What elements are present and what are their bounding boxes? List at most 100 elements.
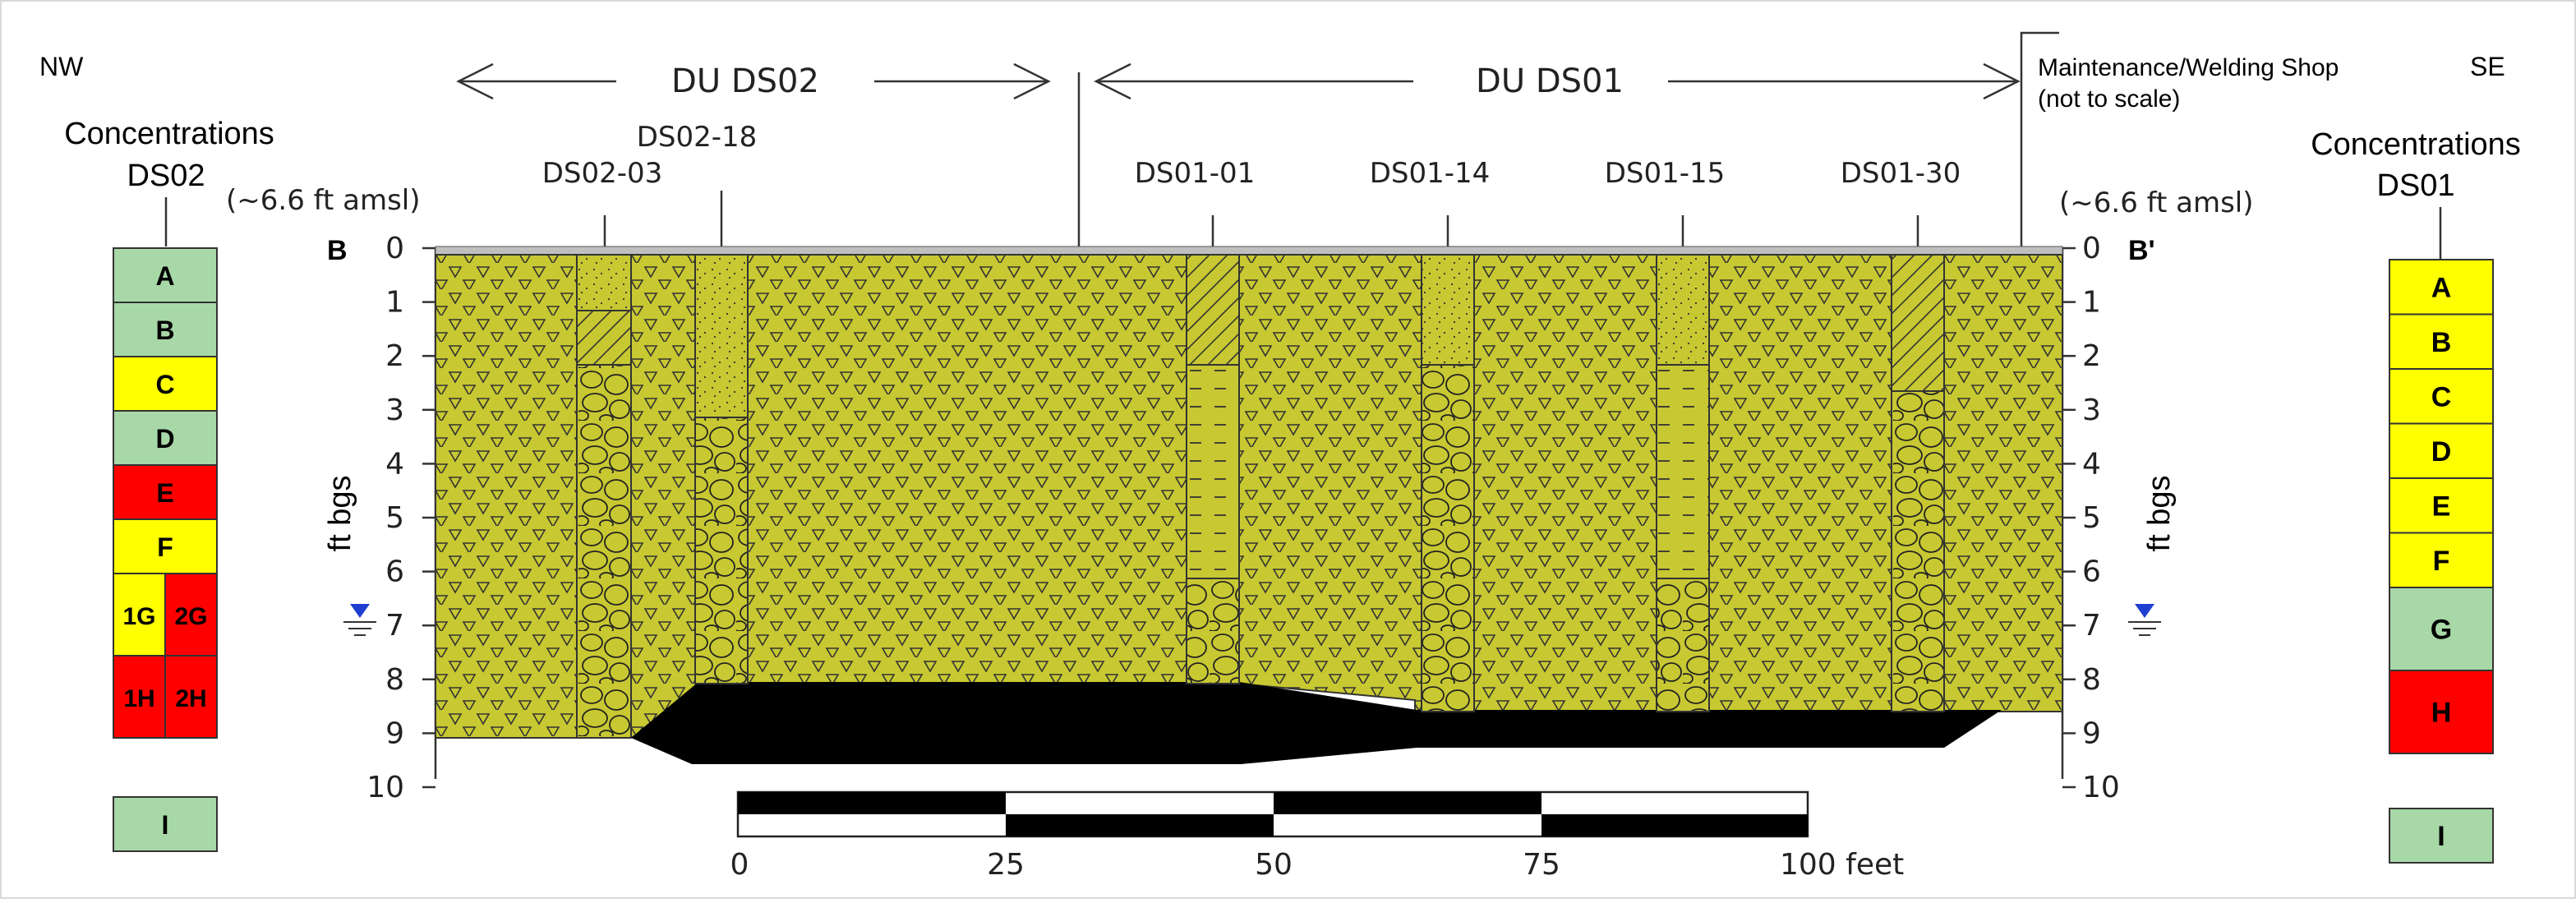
nw-direction-label: NW — [39, 52, 84, 81]
boring-ds01-30 — [1891, 254, 1945, 712]
scale-end-label: 100 feet — [1780, 848, 1904, 882]
left-axis-tick-label: 4 — [385, 447, 404, 481]
legend-cell — [2389, 313, 2494, 370]
shop-note-line2: (not to scale) — [2038, 85, 2180, 113]
shop-note-line1: Maintenance/Welding Shop — [2038, 54, 2339, 81]
left-axis-tick-label: 10 — [366, 771, 404, 804]
right-axis-tick-label: 10 — [2082, 771, 2120, 804]
legend-cell-label: D — [155, 424, 174, 454]
boring-ds02-18 — [694, 254, 749, 684]
scale-tick-25: 25 — [987, 848, 1025, 882]
right-axis-tick-label: 2 — [2082, 339, 2101, 373]
legend-cell-label: F — [157, 532, 173, 562]
left-elevation-note: (~6.6 ft amsl) — [226, 184, 421, 217]
legend-cell — [2389, 422, 2494, 479]
legend-cell — [2389, 368, 2494, 425]
shop-bracket — [2020, 31, 2059, 246]
legend-cell-label: B — [2431, 327, 2452, 358]
left-axis-tick-label: 1 — [385, 286, 404, 320]
right-legend-title-line2: DS01 — [2376, 168, 2454, 203]
boring-label-ds01-14: DS01-14 — [1370, 157, 1491, 190]
legend-split-cell — [113, 655, 166, 739]
boring-ds01-01 — [1186, 254, 1240, 684]
right-axis-tick-label: 4 — [2082, 447, 2101, 481]
boring-label-ds01-30: DS01-30 — [1841, 157, 1961, 190]
legend-cell-label: G — [2431, 615, 2452, 646]
right-axis-tick-label: 9 — [2082, 716, 2101, 750]
boring-ds02-03 — [576, 254, 632, 739]
left-legend-title-line2: DS02 — [127, 159, 205, 193]
left-axis-tick-label: 5 — [385, 501, 404, 535]
legend-cell-label: I — [162, 810, 169, 840]
legend-split-label: 1H — [123, 685, 154, 712]
boring-ds01-15 — [1656, 254, 1710, 712]
scale-tick-50: 50 — [1255, 848, 1293, 882]
right-axis-tick-label: 7 — [2082, 609, 2101, 643]
legend-cell-label: B — [155, 316, 174, 345]
legend-cell-i — [113, 796, 218, 852]
legend-cell-label: C — [155, 370, 174, 399]
legend-cell — [2389, 532, 2494, 588]
right-axis-tick-label: 0 — [2082, 232, 2101, 265]
legend-cell — [113, 247, 218, 303]
left-axis-tick-label: 0 — [385, 232, 404, 265]
legend-cell-label: I — [2437, 821, 2445, 852]
right-axis-tick-label: 8 — [2082, 663, 2101, 697]
legend-cell-label: A — [2431, 272, 2452, 303]
ground-surface — [435, 246, 2063, 256]
right-legend-title-line1: Concentrations — [2311, 127, 2521, 162]
legend-cell — [2389, 670, 2494, 754]
right-axis-tick-label: 5 — [2082, 501, 2101, 535]
se-direction-label: SE — [2470, 52, 2505, 81]
scale-tick-0: 0 — [730, 848, 749, 882]
legend-split-label: 2G — [174, 603, 207, 630]
du-ds01-arrow — [1094, 62, 2021, 100]
left-axis-tick-label: 8 — [385, 663, 404, 697]
left-axis-tick-label: 3 — [385, 394, 404, 427]
scale-bar — [736, 790, 1809, 838]
legend-split-label: 2H — [175, 685, 206, 712]
boring-label-ds02-18: DS02-18 — [637, 121, 758, 154]
legend-cell — [2389, 477, 2494, 534]
legend-cell — [2389, 259, 2494, 316]
legend-cell-label: D — [2431, 436, 2452, 468]
bedrock-layer — [631, 682, 2002, 764]
boring-leaders — [603, 191, 1919, 248]
legend-cell-label: H — [2431, 698, 2452, 729]
left-axis-tick-label: 6 — [385, 555, 404, 589]
right-axis-tick-label: 1 — [2082, 286, 2101, 320]
legend-cell-label: E — [2432, 491, 2451, 522]
du-ds01-label: DU DS01 — [1476, 62, 1624, 100]
legend-cell — [113, 302, 218, 357]
legend-split-cell — [164, 655, 218, 739]
water-table-icon-right — [2128, 604, 2161, 636]
fill-layer — [435, 254, 2063, 739]
legend-split-label: 1G — [122, 603, 155, 630]
left-axis-tick-label: 7 — [385, 609, 404, 643]
legend-cell-label: E — [156, 478, 173, 508]
water-table-icon-left — [343, 604, 376, 636]
legend-cell-label: F — [2433, 546, 2450, 577]
legend-cell-label: C — [2431, 381, 2452, 412]
left-axis-title: ft bgs — [323, 476, 357, 552]
boring-ds01-14 — [1421, 254, 1475, 712]
section-end-label: B' — [2128, 235, 2155, 266]
right-elevation-note: (~6.6 ft amsl) — [2059, 187, 2254, 219]
legend-split-cell — [164, 573, 218, 657]
du-ds02-arrow — [456, 62, 1051, 100]
legend-cell — [113, 518, 218, 574]
legend-cell — [113, 410, 218, 466]
boring-label-ds02-03: DS02-03 — [542, 157, 663, 190]
boring-label-ds01-15: DS01-15 — [1605, 157, 1726, 190]
section-start-label: B — [327, 235, 348, 266]
legend-cell-i — [2389, 808, 2494, 864]
legend-cell — [2389, 587, 2494, 671]
left-axis-tick-label: 2 — [385, 339, 404, 373]
right-axis-title: ft bgs — [2142, 476, 2177, 552]
legend-cell-label: A — [155, 261, 174, 291]
